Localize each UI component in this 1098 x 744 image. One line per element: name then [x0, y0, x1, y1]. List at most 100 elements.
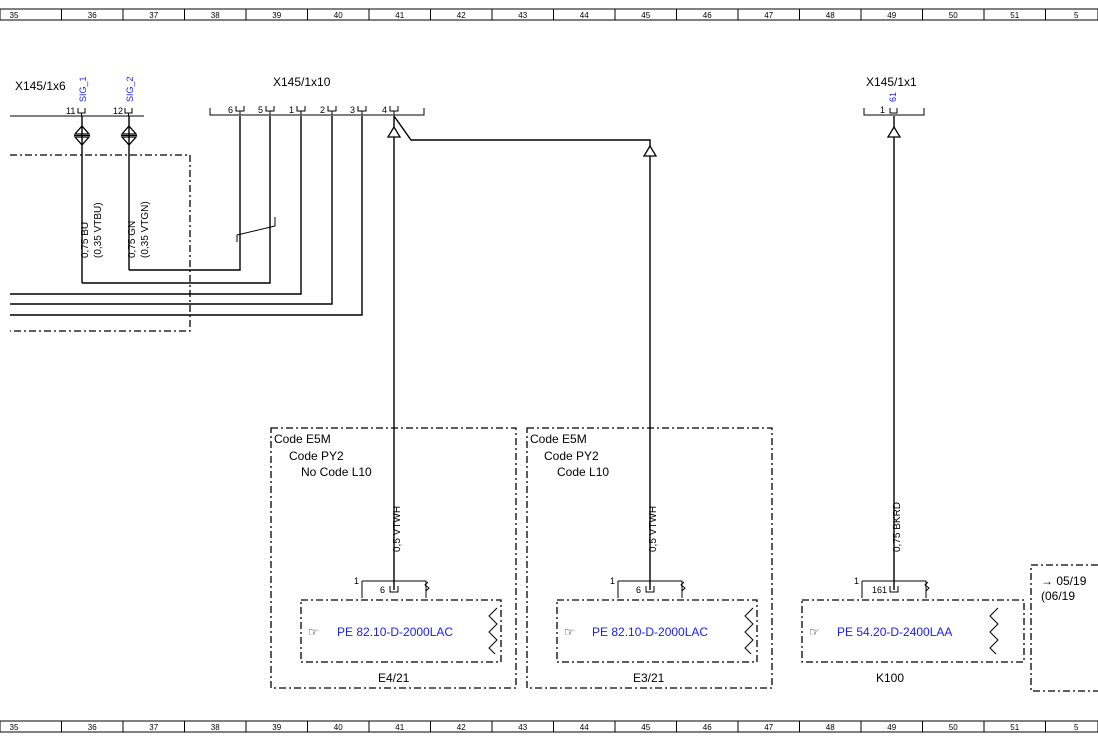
ruler-number: 35: [10, 723, 19, 732]
ruler-number: 43: [518, 723, 527, 732]
e4-code2: Code PY2: [289, 449, 344, 463]
ruler-number: 48: [826, 723, 835, 732]
wire-k100-label: 0,75 BKRD: [892, 502, 903, 552]
ruler-number: 51: [1010, 723, 1019, 732]
e4-label: E4/21: [378, 671, 410, 685]
ruler-number: 42: [457, 723, 466, 732]
ruler-number: 48: [826, 11, 835, 20]
pin-12-label: 12: [113, 106, 123, 116]
socket-icon: [389, 586, 399, 593]
socket-icon: [124, 108, 133, 116]
wire-pin6: [129, 116, 241, 271]
pin-label: 5: [258, 105, 263, 115]
pin-label: 2: [320, 105, 325, 115]
ruler-number: 39: [272, 723, 281, 732]
socket-icon: [645, 586, 655, 593]
k100-ref-link[interactable]: PE 54.20-D-2400LAA: [837, 625, 952, 639]
ruler-number: 44: [580, 11, 589, 20]
hand-pointer-icon: ☞: [809, 625, 820, 639]
socket-icon: [357, 106, 367, 115]
socket-icon: [235, 106, 245, 115]
wire-bu-alt: (0,35 VTBU): [93, 202, 104, 258]
component-box-left: [10, 154, 191, 332]
e4-ref-link[interactable]: PE 82.10-D-2000LAC: [337, 625, 453, 639]
pin-11-signal: SIG_1: [78, 76, 88, 102]
ruler-number: 47: [764, 723, 773, 732]
wire-pin3: [10, 116, 363, 316]
pin-label: 6: [228, 105, 233, 115]
k100-pin-inner: 161: [872, 585, 887, 595]
connector-x1x1-bar: [863, 108, 925, 116]
ruler-number: 50: [949, 723, 958, 732]
pin-12-signal: SIG_2: [125, 76, 135, 102]
pin-11-label: 11: [66, 106, 75, 116]
ruler-number: 46: [703, 723, 712, 732]
connector-x1x10-label: X145/1x10: [273, 75, 331, 89]
pin-1-label: 1: [880, 105, 885, 115]
connector-x1x1-label: X145/1x1: [866, 75, 917, 89]
pin-1-signal: 61: [888, 92, 898, 102]
k100-pin-outer: 1: [854, 576, 859, 586]
e3-code2: Code PY2: [544, 449, 599, 463]
ruler-number: 50: [949, 11, 958, 20]
wire-pin1: [10, 116, 302, 295]
ruler-number: 40: [334, 11, 343, 20]
k100-label: K100: [876, 671, 904, 685]
ruler-number: 43: [518, 11, 527, 20]
ruler-number: 47: [764, 11, 773, 20]
ruler-number: 5: [1074, 11, 1079, 20]
hand-pointer-icon: ☞: [564, 625, 575, 639]
ruler-number: 46: [703, 11, 712, 20]
connector-arrow-icon: [386, 125, 402, 138]
wire-bu-label: 0,75 BU: [80, 222, 91, 258]
ruler-number: 49: [887, 11, 896, 20]
wire-gn-alt: (0,35 VTGN): [140, 201, 151, 258]
ruler-number: 40: [334, 723, 343, 732]
ruler-number: 49: [887, 723, 896, 732]
socket-icon: [77, 108, 86, 116]
ruler-number: 35: [10, 11, 19, 20]
ruler-number: 42: [457, 11, 466, 20]
e4-code1: Code E5M: [274, 432, 331, 446]
ruler-number: 45: [641, 723, 650, 732]
partial-line1: → 05/19: [1041, 574, 1087, 588]
hand-pointer-icon: ☞: [308, 625, 319, 639]
connector-arrow-icon: [642, 144, 658, 157]
wire-e4-label: 0,5 VTWH: [392, 506, 403, 552]
e4-code3: No Code L10: [301, 465, 372, 479]
ruler-number: 38: [211, 11, 220, 20]
e3-component: [556, 599, 758, 663]
ruler-number: 51: [1010, 11, 1019, 20]
connector-x1x10-bar: [209, 108, 425, 116]
socket-icon: [327, 106, 337, 115]
e3-pin-inner: 6: [636, 585, 641, 595]
box-e3-21: Code E5M Code PY2 Code L10 1 6 ☞ PE 82.1…: [526, 427, 773, 689]
partial-box-right: → 05/19 (06/19: [1030, 564, 1098, 692]
e4-pin-outer: 1: [354, 576, 359, 586]
pin-label: 1: [289, 105, 294, 115]
ruler-number: 44: [580, 723, 589, 732]
partial-line2: (06/19: [1041, 589, 1075, 603]
pin-label: 4: [382, 105, 387, 115]
ruler-number: 36: [88, 723, 97, 732]
socket-icon: [296, 106, 306, 115]
socket-icon: [389, 106, 399, 115]
wire-e3-label: 0,5 VTWH: [648, 506, 659, 552]
ruler-number: 5: [1074, 723, 1079, 732]
wire-pin5: [82, 116, 271, 284]
wire-gn-label: 0,75 GN: [127, 221, 138, 258]
ruler-number: 39: [272, 11, 281, 20]
wire-pin4-branch: [393, 115, 651, 153]
ruler-number: 37: [149, 11, 158, 20]
ruler-number: 36: [88, 11, 97, 20]
socket-icon: [889, 586, 899, 593]
wire-splice-mark: [236, 217, 276, 242]
connector-arrow-icon: [886, 125, 902, 138]
e4-pin-inner: 6: [380, 585, 385, 595]
wire-pin2: [10, 116, 333, 305]
ruler-number: 41: [395, 723, 404, 732]
e3-ref-link[interactable]: PE 82.10-D-2000LAC: [592, 625, 708, 639]
